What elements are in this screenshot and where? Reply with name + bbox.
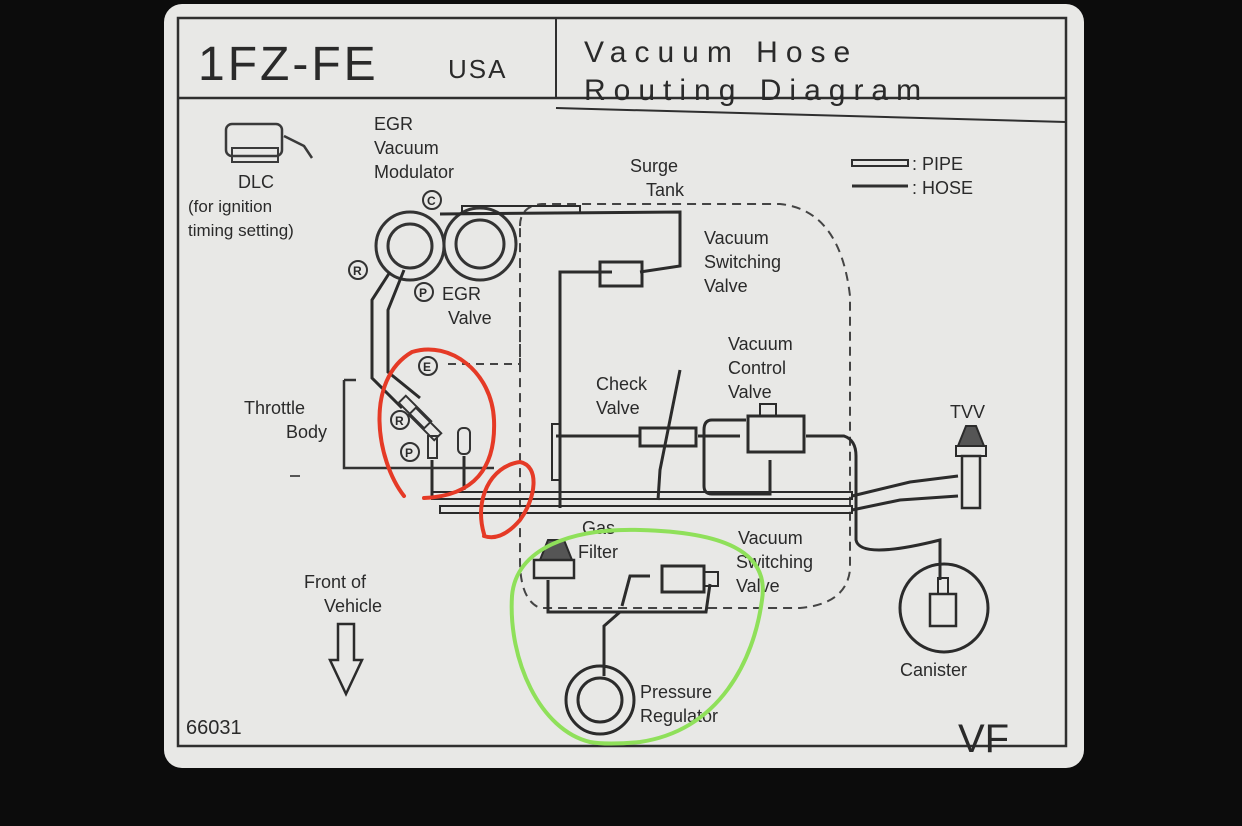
pipe-legend-symbol <box>851 159 909 167</box>
title-line-2: Routing Diagram <box>584 74 929 107</box>
egr-components: C R P EGR Vacuum Modulator EGR Valve <box>348 114 518 328</box>
egr-valve <box>442 206 518 282</box>
svg-text:P: P <box>419 286 427 300</box>
surge-tank-label-2: Tank <box>646 180 685 200</box>
egr-valve-label-2: Valve <box>448 308 492 328</box>
throttle-body-label-2: Body <box>286 422 327 442</box>
svg-text:P: P <box>405 446 413 460</box>
egr-valve-label-1: EGR <box>442 284 481 304</box>
front-of-vehicle: Front of Vehicle <box>290 475 382 697</box>
front-label-2: Vehicle <box>324 596 382 616</box>
hose-legend-label: : HOSE <box>912 178 973 198</box>
red-annotation <box>377 347 536 540</box>
vcv-label-1: Vacuum <box>728 334 793 354</box>
vsv1-label-1: Vacuum <box>704 228 769 248</box>
dlc-label: DLC <box>238 172 274 192</box>
canister: Canister <box>898 562 990 680</box>
svg-text:E: E <box>423 360 431 374</box>
pipe-legend-label: : PIPE <box>912 154 963 174</box>
check-valve-label-2: Valve <box>596 398 640 418</box>
port-p-marker <box>414 282 434 302</box>
label-code: VF <box>958 717 1009 761</box>
surge-tank-label-1: Surge <box>630 156 678 176</box>
vacuum-control-valve: Vacuum Control Valve <box>728 334 806 454</box>
hose-network <box>370 205 959 676</box>
egr-vm-label-3: Modulator <box>374 162 454 182</box>
sticker-background <box>164 4 1084 768</box>
engine-code: 1FZ-FE <box>198 38 379 91</box>
dlc-connector: DLC (for ignition timing setting) <box>188 122 314 240</box>
gas-filter-label-2: Filter <box>578 542 618 562</box>
part-number: 66031 <box>186 717 242 739</box>
vacuum-switching-valve-1: Vacuum Switching Valve <box>598 228 781 296</box>
throttle-body-label-1: Throttle <box>244 398 305 418</box>
port-p2-marker <box>400 442 420 462</box>
pressure-regulator-label-2: Regulator <box>640 706 718 726</box>
front-label-1: Front of <box>304 572 367 592</box>
check-valve: Check Valve <box>596 374 698 448</box>
dlc-connector-icon <box>224 122 284 158</box>
vsv1-label-3: Valve <box>704 276 748 296</box>
header: 1FZ-FE USA Vacuum Hose Routing Diagram <box>178 18 1067 123</box>
vsv1-label-2: Switching <box>704 252 781 272</box>
legend: : PIPE : HOSE <box>851 154 973 198</box>
down-arrow-icon <box>328 622 364 697</box>
vcv-label-3: Valve <box>728 382 772 402</box>
egr-dashed-line <box>448 260 521 365</box>
svg-text:C: C <box>427 194 436 208</box>
port-r-marker <box>348 260 368 280</box>
region-label: USA <box>448 54 507 84</box>
svg-text:R: R <box>395 414 404 428</box>
check-valve-label-1: Check <box>596 374 648 394</box>
tvv: TVV <box>950 402 987 510</box>
vsv2-label-1: Vacuum <box>738 528 803 548</box>
egr-vm-label-1: EGR <box>374 114 413 134</box>
port-c-marker <box>422 190 442 210</box>
vcv-label-2: Control <box>728 358 786 378</box>
svg-text:R: R <box>353 264 362 278</box>
egr-vm-label-2: Vacuum <box>374 138 439 158</box>
title-line-1: Vacuum Hose <box>584 36 858 69</box>
dlc-note-1: (for ignition <box>188 197 272 216</box>
port-r2-marker <box>390 410 410 430</box>
vsv2-label-3: Valve <box>736 576 780 596</box>
pressure-regulator-label-1: Pressure <box>640 682 712 702</box>
inner-border <box>176 16 1068 748</box>
throttle-body: E R P Throttle Body <box>244 356 494 470</box>
surge-tank-outline <box>519 203 851 609</box>
canister-label: Canister <box>900 660 967 680</box>
green-annotation <box>509 527 765 746</box>
dlc-note-2: timing setting) <box>188 221 294 240</box>
tvv-label: TVV <box>950 402 985 422</box>
port-e-marker <box>418 356 438 376</box>
